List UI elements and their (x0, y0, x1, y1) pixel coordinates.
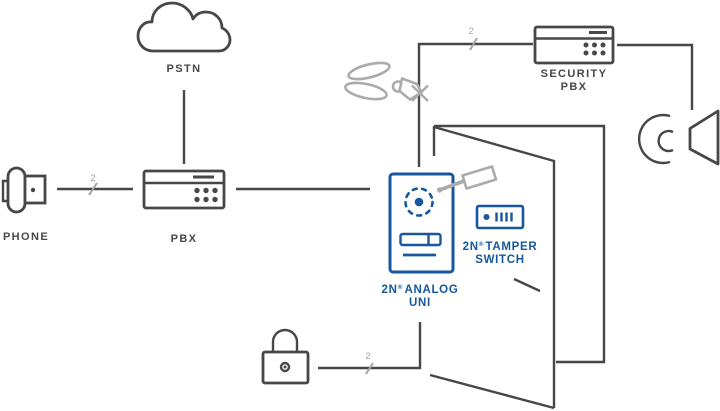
tamper-label-line1: TAMPER (485, 241, 538, 253)
tamper-switch-label: 2N®TAMPER SWITCH (438, 238, 562, 267)
phone-label: PHONE (2, 231, 50, 243)
tamper-reg-mark: ® (478, 241, 484, 248)
security-pbx-label-line2: PBX (560, 81, 588, 93)
tamper-switch-icon (475, 204, 525, 230)
lock-icon (261, 328, 310, 385)
security-pbx-label-line1: SECURITY (540, 68, 608, 80)
wire-count-uni-securitypbx: 2 (468, 26, 474, 37)
security-pbx-label: SECURITY PBX (524, 68, 624, 94)
pstn-cloud-icon (136, 1, 232, 53)
wire-cutters-icon (344, 61, 423, 101)
security-pbx-icon (533, 25, 615, 65)
analog-uni-icon (388, 172, 455, 274)
phone-icon (1, 166, 47, 214)
door-icon (429, 124, 606, 410)
door-handle-icon (513, 277, 541, 293)
analog-uni-label-line2: UNI (409, 297, 431, 309)
tamper-brand: 2N (462, 241, 479, 253)
connection-uni-security-pbx (417, 42, 533, 167)
analog-uni-brand: 2N (381, 284, 398, 296)
two-wire-mark-phone-pbx (88, 182, 98, 196)
pbx-label: PBX (170, 233, 198, 245)
pbx-icon (142, 169, 226, 210)
two-wire-mark-uni-lock (365, 362, 374, 375)
tamper-label-line2: SWITCH (475, 254, 525, 266)
screwdriver-icon (436, 165, 498, 193)
two-wire-mark-uni-securitypbx (469, 37, 478, 51)
call-button-icon (399, 232, 442, 247)
wire-count-uni-lock: 2 (365, 351, 371, 362)
analog-uni-label-line1: ANALOG (404, 284, 459, 296)
wire-count-phone-pbx: 2 (90, 173, 96, 184)
speaker-grill-icon (404, 187, 434, 217)
connection-uni-lock (318, 322, 422, 370)
analog-uni-reg-mark: ® (397, 284, 403, 291)
cut-x-icon (411, 84, 429, 102)
pstn-label: PSTN (166, 63, 202, 75)
connection-securitypbx-speaker (617, 43, 694, 110)
analog-uni-label: 2N®ANALOG UNI (355, 281, 485, 310)
alarm-speaker-icon (637, 109, 720, 166)
